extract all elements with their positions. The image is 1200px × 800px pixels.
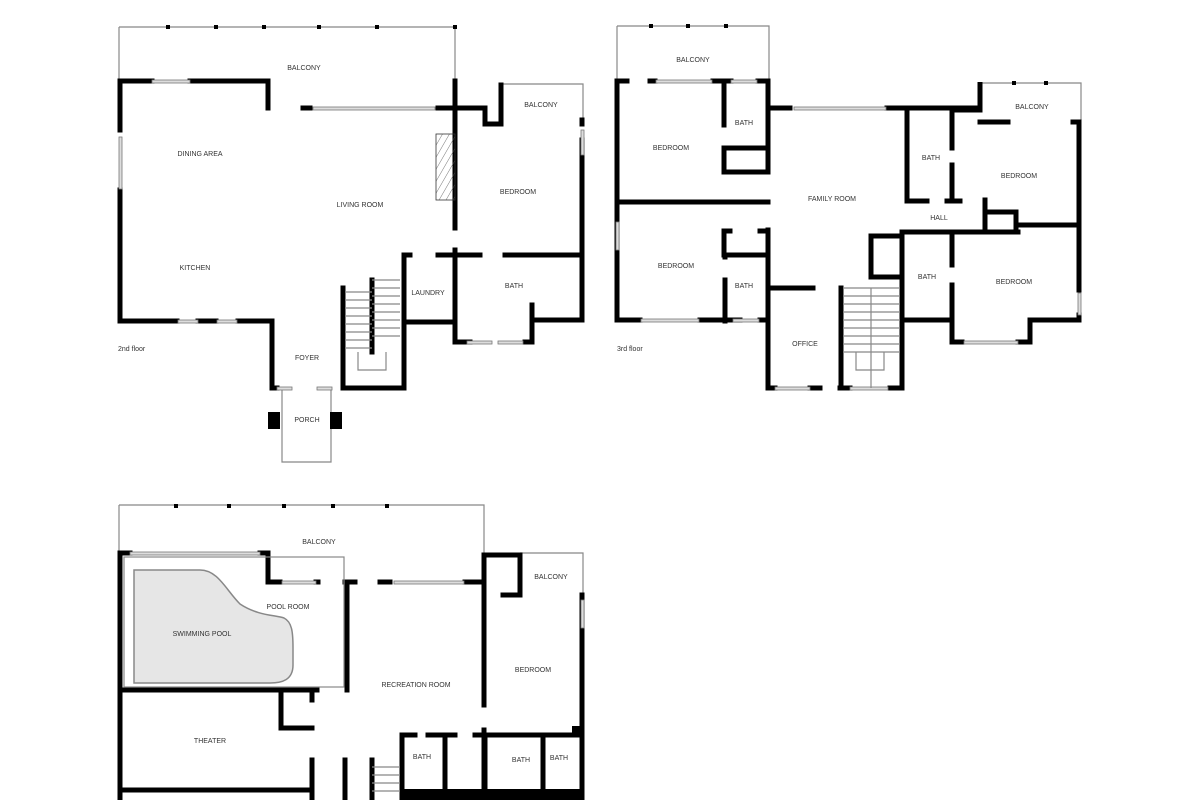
room-label: BALCONY — [534, 574, 568, 581]
floor-label: 2nd floor — [118, 346, 146, 353]
room-label: BEDROOM — [515, 667, 551, 674]
room-label: BATH — [735, 283, 753, 290]
room-label: BALCONY — [1015, 104, 1049, 111]
room-label: BALCONY — [524, 102, 558, 109]
room-label: BEDROOM — [653, 145, 689, 152]
room-label: BATH — [413, 754, 431, 761]
room-label: LIVING ROOM — [337, 202, 384, 209]
room-label: BEDROOM — [500, 189, 536, 196]
room-label: BATH — [922, 155, 940, 162]
room-label: BALCONY — [676, 57, 710, 64]
room-label: BATH — [550, 755, 568, 762]
room-label: LAUNDRY — [411, 290, 445, 297]
room-label: FAMILY ROOM — [808, 196, 856, 203]
room-label: POOL ROOM — [267, 604, 310, 611]
staircase-icon — [345, 279, 400, 371]
room-label: BATH — [735, 120, 753, 127]
room-label: SWIMMING POOL — [173, 631, 232, 638]
fireplace-icon — [435, 133, 456, 201]
floor-label: 3rd floor — [617, 346, 643, 353]
second-floor-plan: 2nd floor BALCONY DINING AREA LIVING ROO… — [117, 25, 585, 463]
first-floor-plan: BALCONY POOL ROOM SWIMMING POOL BALCONY … — [117, 504, 585, 800]
room-label: HALL — [930, 215, 948, 222]
room-label: BEDROOM — [996, 279, 1032, 286]
room-label: KITCHEN — [180, 265, 211, 272]
room-label: BATH — [512, 757, 530, 764]
room-label: BATH — [505, 283, 523, 290]
staircase-icon — [372, 766, 400, 792]
third-floor-plan: 3rd floor BALCONY BEDROOM BATH FAMILY RO… — [614, 24, 1082, 391]
room-label: DINING AREA — [177, 151, 222, 158]
room-label: RECREATION ROOM — [381, 682, 450, 689]
room-label: BALCONY — [302, 539, 336, 546]
swimming-pool — [133, 569, 294, 684]
room-label: FOYER — [295, 355, 319, 362]
room-label: PORCH — [294, 417, 319, 424]
room-label: BEDROOM — [1001, 173, 1037, 180]
room-label: THEATER — [194, 738, 226, 745]
room-label: BATH — [918, 274, 936, 281]
room-label: BEDROOM — [658, 263, 694, 270]
room-label: OFFICE — [792, 341, 818, 348]
staircase-icon — [843, 287, 900, 388]
room-label: BALCONY — [287, 65, 321, 72]
